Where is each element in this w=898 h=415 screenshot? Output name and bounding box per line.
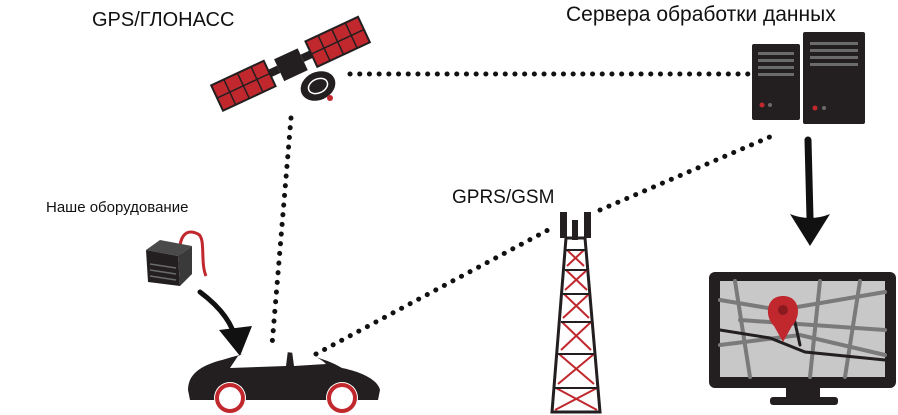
label-gprs-gsm: GPRS/GSM (452, 187, 555, 208)
label-servers: Сервера обработки данных (566, 3, 836, 26)
car-icon (188, 349, 380, 414)
label-equipment: Наше оборудование (46, 199, 189, 216)
map-pin-icon (767, 296, 799, 342)
label-gps-glonass: GPS/ГЛОНАСС (92, 9, 235, 31)
tracker-device-icon (146, 230, 208, 286)
link-tower-servers (597, 133, 775, 213)
link-satellite-car (269, 115, 294, 348)
satellite-icon (209, 15, 372, 113)
arrow-device-to-car (197, 289, 252, 356)
link-car-tower (313, 227, 551, 357)
connection-lines (269, 71, 775, 357)
monitor-map-icon (709, 272, 896, 405)
arrow-servers-to-monitor (790, 136, 830, 246)
cell-tower-icon (550, 212, 602, 414)
server-icon (752, 32, 865, 124)
